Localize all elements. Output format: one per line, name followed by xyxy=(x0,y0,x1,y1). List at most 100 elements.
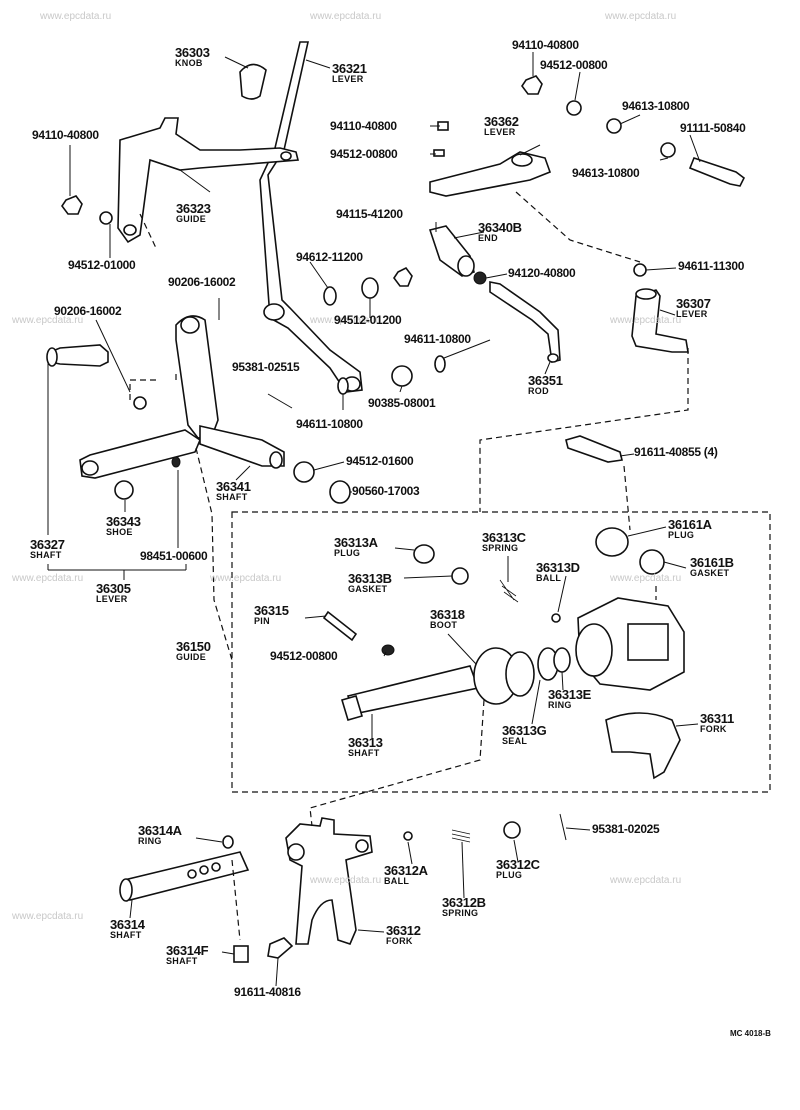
part-name: SPRING xyxy=(482,543,519,553)
housing-36150 xyxy=(575,597,685,691)
part-number: 94512-00800 xyxy=(330,147,398,161)
washer-94611-b xyxy=(434,355,446,373)
watermark: www.epcdata.ru xyxy=(40,11,112,22)
watermark: www.epcdata.ru xyxy=(610,573,682,584)
part-number: 91611-40855 (4) xyxy=(634,445,718,459)
part-name: BALL xyxy=(536,573,562,583)
part-number: 36313A xyxy=(334,535,378,550)
washer-94611-c xyxy=(337,377,349,395)
part-number: 36312 xyxy=(386,923,421,938)
shaft-36313 xyxy=(341,665,480,721)
part-number: 36341 xyxy=(216,479,251,494)
part-number: 36340B xyxy=(478,220,522,235)
part-number: 36313G xyxy=(502,723,547,738)
part-name: PLUG xyxy=(334,548,361,558)
part-name: BALL xyxy=(384,876,410,886)
bolt-91611-40855 xyxy=(565,435,623,463)
watermark: www.epcdata.ru xyxy=(12,911,84,922)
part-number: 94512-00800 xyxy=(270,649,338,663)
spring-36313c xyxy=(499,579,519,603)
spring-98451 xyxy=(171,456,181,468)
nut-94120 xyxy=(473,271,487,285)
part-number: 90560-17003 xyxy=(352,484,420,498)
shaft-36314 xyxy=(119,851,250,902)
shaft-36327 xyxy=(46,344,109,367)
part-number: 94611-10800 xyxy=(296,417,363,431)
watermark: www.epcdata.ru xyxy=(12,573,84,584)
part-number: 94512-00800 xyxy=(540,58,608,72)
nut-94110-top xyxy=(521,75,543,95)
part-number: 94115-41200 xyxy=(336,207,403,221)
washer-94613-a xyxy=(606,118,622,134)
washer-94512-00800-b xyxy=(381,644,395,656)
part-number: 36161B xyxy=(690,555,734,570)
leader-lines xyxy=(47,52,701,987)
part-number: 94611-10800 xyxy=(404,332,471,346)
part-name: SHAFT xyxy=(348,748,380,758)
washer-94611-11300 xyxy=(633,263,647,277)
part-number: 36313B xyxy=(348,571,392,586)
part-number: 94110-40800 xyxy=(512,38,579,52)
part-name: BOOT xyxy=(430,620,458,630)
plug-36312c xyxy=(503,821,521,839)
boot-36318 xyxy=(473,647,535,705)
part-name: LEVER xyxy=(96,594,128,604)
part-name: SHAFT xyxy=(110,930,142,940)
fork-36312 xyxy=(285,817,373,945)
part-number: 36315 xyxy=(254,603,289,618)
lever-36307 xyxy=(631,288,689,353)
rod-36351 xyxy=(489,281,561,363)
gasket-36313b xyxy=(451,567,469,585)
part-number: 36314F xyxy=(166,943,209,958)
part-number: 94612-11200 xyxy=(296,250,363,264)
part-number: 36303 xyxy=(175,45,210,60)
part-number: 90385-08001 xyxy=(368,396,436,410)
part-name: GASKET xyxy=(348,584,388,594)
washer-94612 xyxy=(323,286,337,306)
part-number: 94110-40800 xyxy=(330,119,397,133)
part-number: 94613-10800 xyxy=(622,99,690,113)
part-number: 36321 xyxy=(332,61,367,76)
shaft-36314f xyxy=(233,945,249,963)
pin-36315 xyxy=(322,610,358,642)
part-number: 94110-40800 xyxy=(32,128,99,142)
pin-95381-02515 xyxy=(267,393,293,409)
part-number: 95381-02025 xyxy=(592,822,660,836)
part-number: 36327 xyxy=(30,537,65,552)
part-number: 36314A xyxy=(138,823,182,838)
part-number: 36314 xyxy=(110,917,145,932)
washer-94512-01600 xyxy=(293,461,315,483)
bush-90560 xyxy=(329,480,351,504)
part-number: 94512-01600 xyxy=(346,454,414,468)
nut-94110-left xyxy=(61,195,83,215)
fork-36311 xyxy=(605,712,681,780)
shoe-36343 xyxy=(114,480,134,500)
ring-36313e xyxy=(553,647,571,673)
washer-90206 xyxy=(133,396,147,410)
part-name: SHAFT xyxy=(166,956,198,966)
part-number: 90206-16002 xyxy=(168,275,236,289)
part-number: 36313D xyxy=(536,560,580,575)
washer-94512-01200 xyxy=(361,277,379,299)
part-number: 94512-01200 xyxy=(334,313,402,327)
part-number: 36307 xyxy=(676,296,711,311)
bolt-91111 xyxy=(688,157,746,187)
ball-36312a xyxy=(403,831,413,841)
part-name: SPRING xyxy=(442,908,479,918)
part-name: SHOE xyxy=(106,527,133,537)
washer-94512-left xyxy=(99,211,113,225)
part-name: GASKET xyxy=(690,568,730,578)
watermark: www.epcdata.ru xyxy=(210,573,282,584)
part-number: 36313 xyxy=(348,735,383,750)
plug-36161a xyxy=(595,527,629,557)
part-name: PLUG xyxy=(496,870,523,880)
part-name: LEVER xyxy=(676,309,708,319)
part-name: SHAFT xyxy=(216,492,248,502)
plug-36313a xyxy=(413,544,435,564)
watermark: www.epcdata.ru xyxy=(310,875,382,886)
lever-36362 xyxy=(429,151,552,197)
part-number: 90206-16002 xyxy=(54,304,122,318)
ball-36313d xyxy=(551,613,561,623)
watermark: www.epcdata.ru xyxy=(310,315,382,326)
